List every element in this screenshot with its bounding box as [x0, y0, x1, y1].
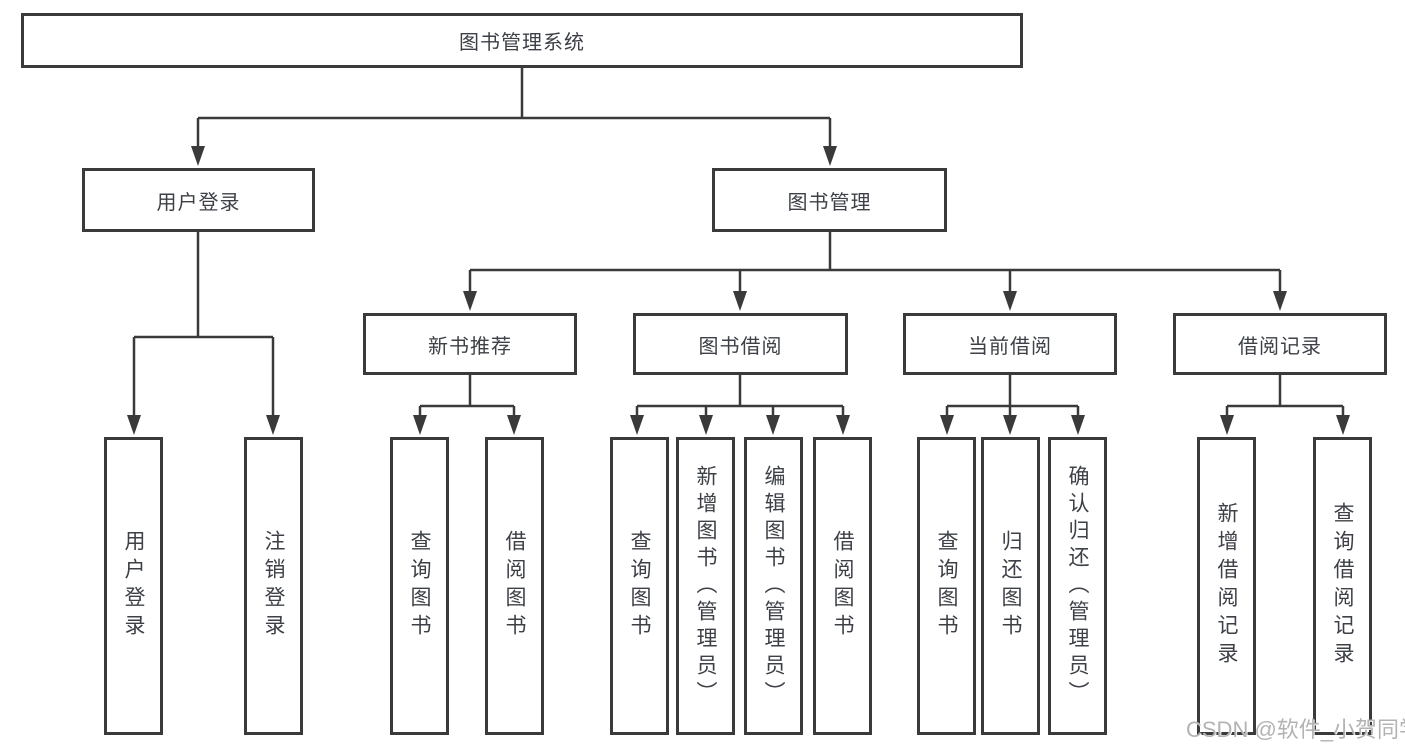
node-label: 查询借阅记录 — [1331, 502, 1354, 670]
node-label: 确认归还（管理员） — [1066, 464, 1089, 708]
node-label: 图书借阅 — [698, 335, 783, 358]
leaf-query-books-2: 查询图书 — [610, 437, 669, 735]
node-label: 图书管理 — [787, 191, 872, 214]
leaf-query-borrow-record: 查询借阅记录 — [1313, 437, 1372, 735]
leaf-query-books-3: 查询图书 — [917, 437, 976, 735]
node-user-login: 用户登录 — [82, 168, 315, 232]
node-label: 用户登录 — [156, 191, 241, 214]
node-label: 借阅图书 — [503, 530, 526, 642]
leaf-borrow-books-1: 借阅图书 — [485, 437, 544, 735]
leaf-return-books: 归还图书 — [981, 437, 1040, 735]
leaf-edit-books-admin: 编辑图书（管理员） — [744, 437, 803, 735]
node-label: 借阅记录 — [1238, 335, 1322, 358]
node-label: 新增借阅记录 — [1215, 502, 1238, 670]
leaf-add-books-admin: 新增图书（管理员） — [676, 437, 735, 735]
node-label: 图书管理系统 — [459, 32, 585, 54]
node-label: 新书推荐 — [428, 335, 512, 358]
node-new-book-recommend: 新书推荐 — [363, 313, 577, 375]
node-label: 归还图书 — [999, 530, 1022, 642]
leaf-add-borrow-record: 新增借阅记录 — [1197, 437, 1256, 735]
node-system-root: 图书管理系统 — [21, 13, 1023, 68]
node-label: 查询图书 — [408, 530, 431, 642]
leaf-confirm-return-admin: 确认归还（管理员） — [1048, 437, 1107, 735]
leaf-logout: 注销登录 — [244, 437, 303, 735]
node-label: 新增图书（管理员） — [694, 464, 717, 708]
leaf-borrow-books-2: 借阅图书 — [813, 437, 872, 735]
node-label: 用户登录 — [122, 530, 145, 642]
node-label: 查询图书 — [628, 530, 651, 642]
leaf-query-books-1: 查询图书 — [390, 437, 449, 735]
node-current-borrowing: 当前借阅 — [903, 313, 1117, 375]
node-label: 当前借阅 — [968, 335, 1052, 358]
node-book-management: 图书管理 — [712, 168, 947, 232]
node-label: 查询图书 — [935, 530, 958, 642]
node-label: 注销登录 — [262, 530, 285, 642]
node-borrow-records: 借阅记录 — [1173, 313, 1387, 375]
node-label: 借阅图书 — [831, 530, 854, 642]
node-book-borrowing: 图书借阅 — [633, 313, 848, 375]
csdn-watermark: CSDN @软件_小贺同学 — [1186, 717, 1405, 742]
connector-rails — [134, 67, 1343, 408]
leaf-user-login: 用户登录 — [104, 437, 163, 735]
node-label: 编辑图书（管理员） — [762, 464, 785, 708]
